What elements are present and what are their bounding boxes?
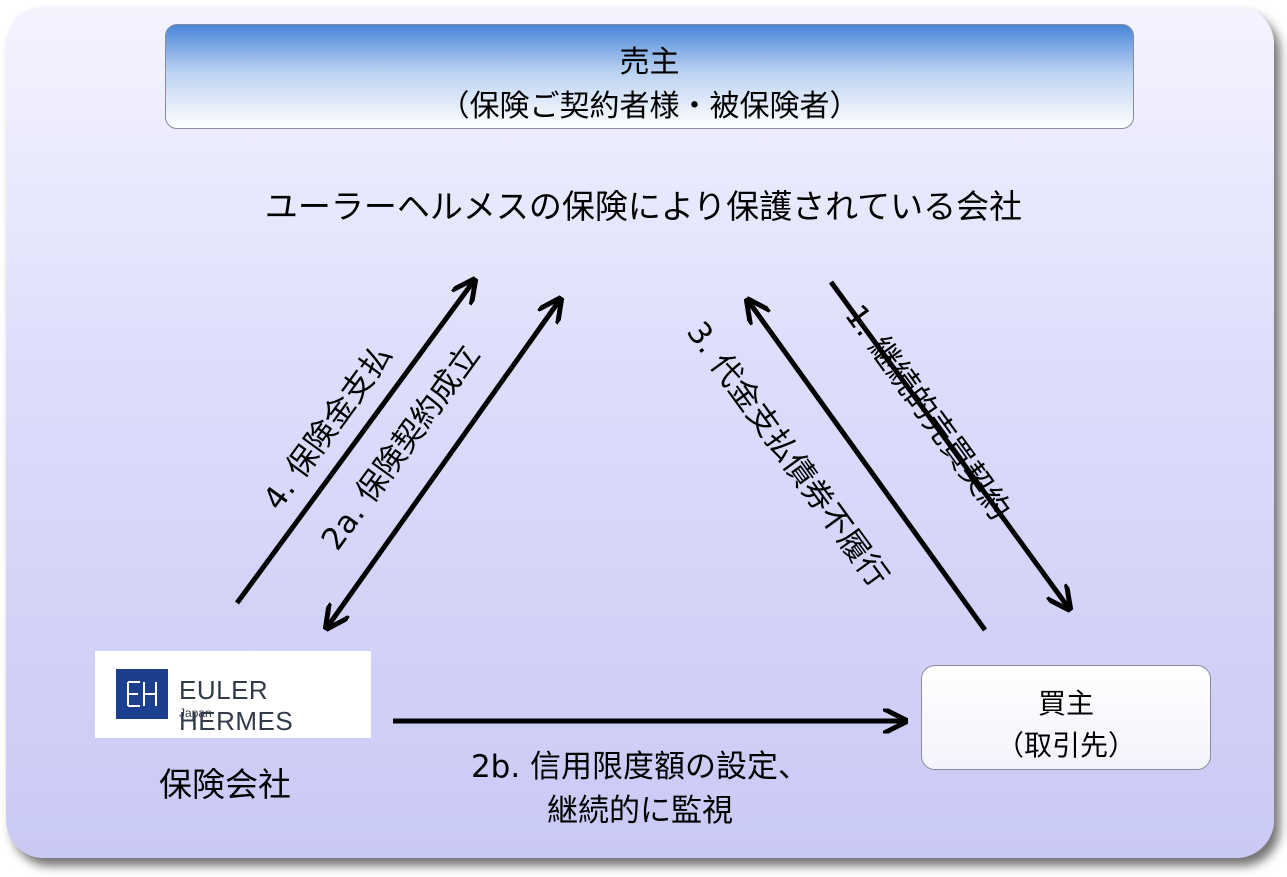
buyer-box: 買主 （取引先） — [921, 665, 1211, 770]
arrow-2b-label: 2b. 信用限度額の設定、 継続的に監視 — [420, 745, 860, 833]
arrow-1-contract — [828, 280, 1068, 607]
buyer-subtitle: （取引先） — [995, 729, 1136, 762]
logo-brand-region: Japan — [179, 706, 212, 720]
arrow-4-payout — [234, 282, 473, 605]
arrow-2a-policy — [328, 301, 559, 626]
arrow-2b-label-line1: 2b. 信用限度額の設定、 — [470, 749, 810, 785]
arrow-3-default — [749, 302, 988, 632]
insurer-label: 保険会社 — [159, 765, 291, 804]
protected-company-note: ユーラーヘルメスの保険により保護されている会社 — [264, 187, 1023, 226]
seller-subtitle: （保険ご契約者様・被保険者） — [439, 89, 860, 124]
euler-hermes-logo: EULER HERMES Japan — [95, 651, 371, 738]
logo-brand-name: EULER HERMES — [179, 675, 294, 736]
arrow-2b-label-line2: 継続的に監視 — [547, 793, 733, 829]
eh-logo-icon — [116, 669, 168, 719]
buyer-title: 買主 — [1037, 687, 1094, 720]
seller-title: 売主 — [619, 45, 680, 80]
seller-box: 売主 （保険ご契約者様・被保険者） — [165, 24, 1134, 129]
